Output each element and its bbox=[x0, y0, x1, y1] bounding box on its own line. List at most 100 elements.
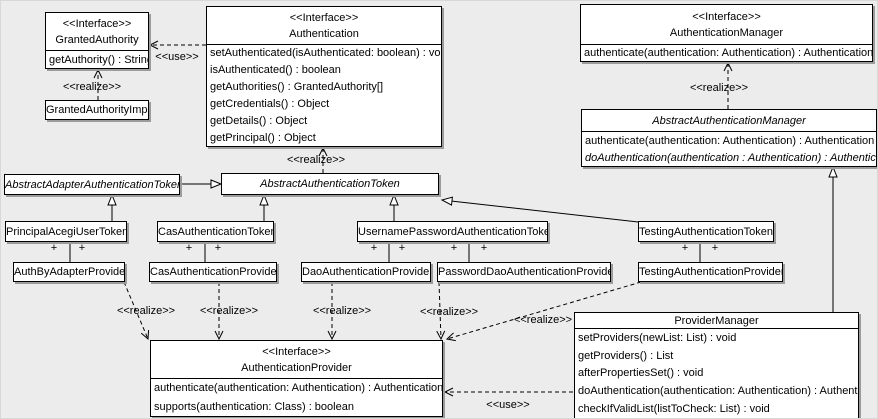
class-header: UsernamePasswordAuthenticationToken bbox=[358, 222, 547, 241]
class-cas-authentication-provider[interactable]: CasAuthenticationProvider bbox=[149, 262, 277, 282]
class-header: GrantedAuthorityImpl bbox=[46, 101, 148, 119]
class-methods: authenticate(authentication: Authenticat… bbox=[582, 132, 876, 166]
class-header: <<Interface>> AuthenticationProvider bbox=[151, 341, 442, 379]
class-header: PasswordDaoAuthenticationProvider bbox=[438, 263, 610, 281]
class-abstract-adapter-authentication-token[interactable]: AbstractAdapterAuthenticationToken bbox=[4, 174, 180, 195]
class-name: ProviderManager bbox=[674, 314, 759, 327]
edge-label-realize-dao-authprovider: <<realize>> bbox=[312, 305, 372, 317]
association-plus: + bbox=[681, 242, 689, 254]
class-name: CasAuthenticationToken bbox=[158, 225, 273, 238]
class-abstract-authentication-manager[interactable]: AbstractAuthenticationManager authenticat… bbox=[581, 109, 877, 167]
association-plus: + bbox=[185, 242, 193, 254]
class-name: CasAuthenticationProvider bbox=[150, 266, 276, 278]
class-header: TestingAuthenticationProvider bbox=[639, 263, 782, 281]
class-method: isAuthenticated() : boolean bbox=[210, 64, 341, 77]
class-stereotype: <<Interface>> bbox=[289, 11, 359, 24]
association-plus: + bbox=[398, 242, 406, 254]
edge-label-realize-grantedauthorityimpl: <<realize>> bbox=[62, 81, 122, 93]
class-authentication-provider[interactable]: <<Interface>> AuthenticationProvider authe… bbox=[150, 340, 443, 417]
class-stereotype: <<Interface>> bbox=[262, 345, 331, 358]
class-granted-authority[interactable]: <<Interface>> GrantedAuthority getAuthorit… bbox=[45, 12, 149, 69]
class-header: AbstractAdapterAuthenticationToken bbox=[5, 175, 179, 194]
class-name: TestingAuthenticationProvider bbox=[639, 266, 782, 278]
class-testing-authentication-provider[interactable]: TestingAuthenticationProvider bbox=[638, 262, 783, 282]
class-auth-by-adapter-provider[interactable]: AuthByAdapterProvider bbox=[13, 262, 125, 282]
class-name: AbstractAuthenticationManager bbox=[652, 114, 806, 127]
class-methods: getAuthority() : String bbox=[46, 51, 148, 68]
class-method: getDetails() : Object bbox=[210, 114, 308, 127]
class-method: authenticate(authentication: Authenticat… bbox=[585, 134, 875, 147]
edge-label-realize-passworddao-authprovider: <<realize>> bbox=[419, 306, 479, 318]
class-header: AbstractAuthenticationToken bbox=[222, 174, 438, 194]
class-stereotype: <<Interface>> bbox=[692, 10, 761, 23]
class-method: afterPropertiesSet() : void bbox=[578, 367, 704, 380]
edge-label-use-authentication-grantedauthority: <<use>> bbox=[155, 51, 199, 63]
class-header: AuthByAdapterProvider bbox=[14, 263, 124, 281]
association-plus: + bbox=[450, 242, 458, 254]
association-plus: + bbox=[50, 242, 58, 254]
class-header: CasAuthenticationProvider bbox=[150, 263, 276, 281]
class-name: PrincipalAcegiUserToken bbox=[6, 225, 126, 238]
edge-label-realize-abstract-token-authentication: <<realize>> bbox=[286, 154, 346, 166]
class-dao-authentication-provider[interactable]: DaoAuthenticationProvider bbox=[301, 262, 431, 282]
class-principal-acegi-user-token[interactable]: PrincipalAcegiUserToken bbox=[5, 221, 127, 242]
association-plus: + bbox=[370, 242, 378, 254]
class-method: getPrincipal() : Object bbox=[210, 131, 316, 144]
class-header: <<Interface>> GrantedAuthority bbox=[46, 13, 148, 51]
class-methods: authenticate(authentication: Authenticat… bbox=[151, 379, 442, 416]
class-authentication-manager[interactable]: <<Interface>> AuthenticationManager authen… bbox=[580, 4, 873, 62]
class-name: GrantedAuthority bbox=[55, 33, 139, 46]
class-name: TestingAuthenticationToken bbox=[639, 225, 773, 238]
class-method: getAuthorities() : GrantedAuthority[] bbox=[210, 81, 384, 94]
class-header: <<Interface>> AuthenticationManager bbox=[581, 5, 872, 45]
class-header: CasAuthenticationToken bbox=[158, 222, 273, 241]
class-method: setProviders(newList: List) : void bbox=[578, 331, 737, 344]
class-password-dao-authentication-provider[interactable]: PasswordDaoAuthenticationProvider bbox=[437, 262, 611, 282]
class-method: getCredentials() : Object bbox=[210, 97, 330, 110]
class-testing-authentication-token[interactable]: TestingAuthenticationToken bbox=[638, 221, 774, 242]
class-method: getProviders() : List bbox=[578, 349, 674, 362]
association-plus: + bbox=[711, 242, 719, 254]
class-name: AuthenticationManager bbox=[669, 26, 784, 39]
class-name: DaoAuthenticationProvider bbox=[302, 266, 430, 278]
class-stereotype: <<Interface>> bbox=[62, 17, 132, 30]
class-authentication[interactable]: <<Interface>> Authentication setAuthentica… bbox=[206, 6, 442, 147]
class-name: AbstractAuthenticationToken bbox=[260, 178, 400, 190]
class-granted-authority-impl[interactable]: GrantedAuthorityImpl bbox=[45, 100, 149, 120]
class-username-password-authentication-token[interactable]: UsernamePasswordAuthenticationToken bbox=[357, 221, 548, 242]
association-plus: + bbox=[480, 242, 488, 254]
association-plus: + bbox=[78, 242, 86, 254]
association-plus: + bbox=[214, 242, 222, 254]
class-name: PasswordDaoAuthenticationProvider bbox=[438, 266, 610, 278]
class-name: Authentication bbox=[289, 27, 359, 40]
class-method: supports(authentication: Class) : boolea… bbox=[154, 400, 354, 413]
class-method: doAuthentication(authentication : Authen… bbox=[585, 151, 876, 164]
class-header: DaoAuthenticationProvider bbox=[302, 263, 430, 281]
class-header: TestingAuthenticationToken bbox=[639, 222, 773, 241]
class-method: setAuthenticated(isAuthenticated: boolea… bbox=[210, 47, 441, 60]
edge-label-realize-cas-authprovider: <<realize>> bbox=[199, 305, 259, 317]
class-name: AbstractAdapterAuthenticationToken bbox=[5, 178, 179, 191]
class-provider-manager[interactable]: ProviderManager setProviders(newList: Lis… bbox=[574, 312, 859, 418]
class-methods: setAuthenticated(isAuthenticated: boolea… bbox=[207, 45, 441, 146]
class-abstract-authentication-token[interactable]: AbstractAuthenticationToken bbox=[221, 173, 439, 195]
edge-label-realize-authbyadapter-authprovider: <<realize>> bbox=[116, 305, 176, 317]
class-method: authenticate(authentication: Authenticat… bbox=[154, 382, 442, 395]
class-header: AbstractAuthenticationManager bbox=[582, 110, 876, 132]
class-method: authenticate(authentication: Authenticat… bbox=[584, 47, 872, 59]
class-cas-authentication-token[interactable]: CasAuthenticationToken bbox=[157, 221, 274, 242]
edge-label-realize-testing-authprovider: <<realize>> bbox=[513, 314, 573, 326]
class-methods: setProviders(newList: List) : void getPro… bbox=[575, 329, 858, 418]
class-name: AuthenticationProvider bbox=[241, 361, 352, 374]
edge-label-use-provider-manager-authprovider: <<use>> bbox=[486, 399, 530, 411]
class-name: GrantedAuthorityImpl bbox=[46, 104, 148, 116]
class-header: ProviderManager bbox=[575, 313, 858, 329]
class-method: getAuthority() : String bbox=[49, 53, 148, 66]
class-name: AuthByAdapterProvider bbox=[14, 266, 124, 278]
edge-gen-testing-token-to-abstract-token bbox=[440, 196, 639, 223]
class-method: checkIfValidList(listToCheck: List) : vo… bbox=[578, 403, 770, 416]
class-method: doAuthentication(authentication: Authent… bbox=[578, 385, 858, 398]
class-header: PrincipalAcegiUserToken bbox=[6, 222, 126, 241]
class-name: UsernamePasswordAuthenticationToken bbox=[358, 225, 547, 238]
